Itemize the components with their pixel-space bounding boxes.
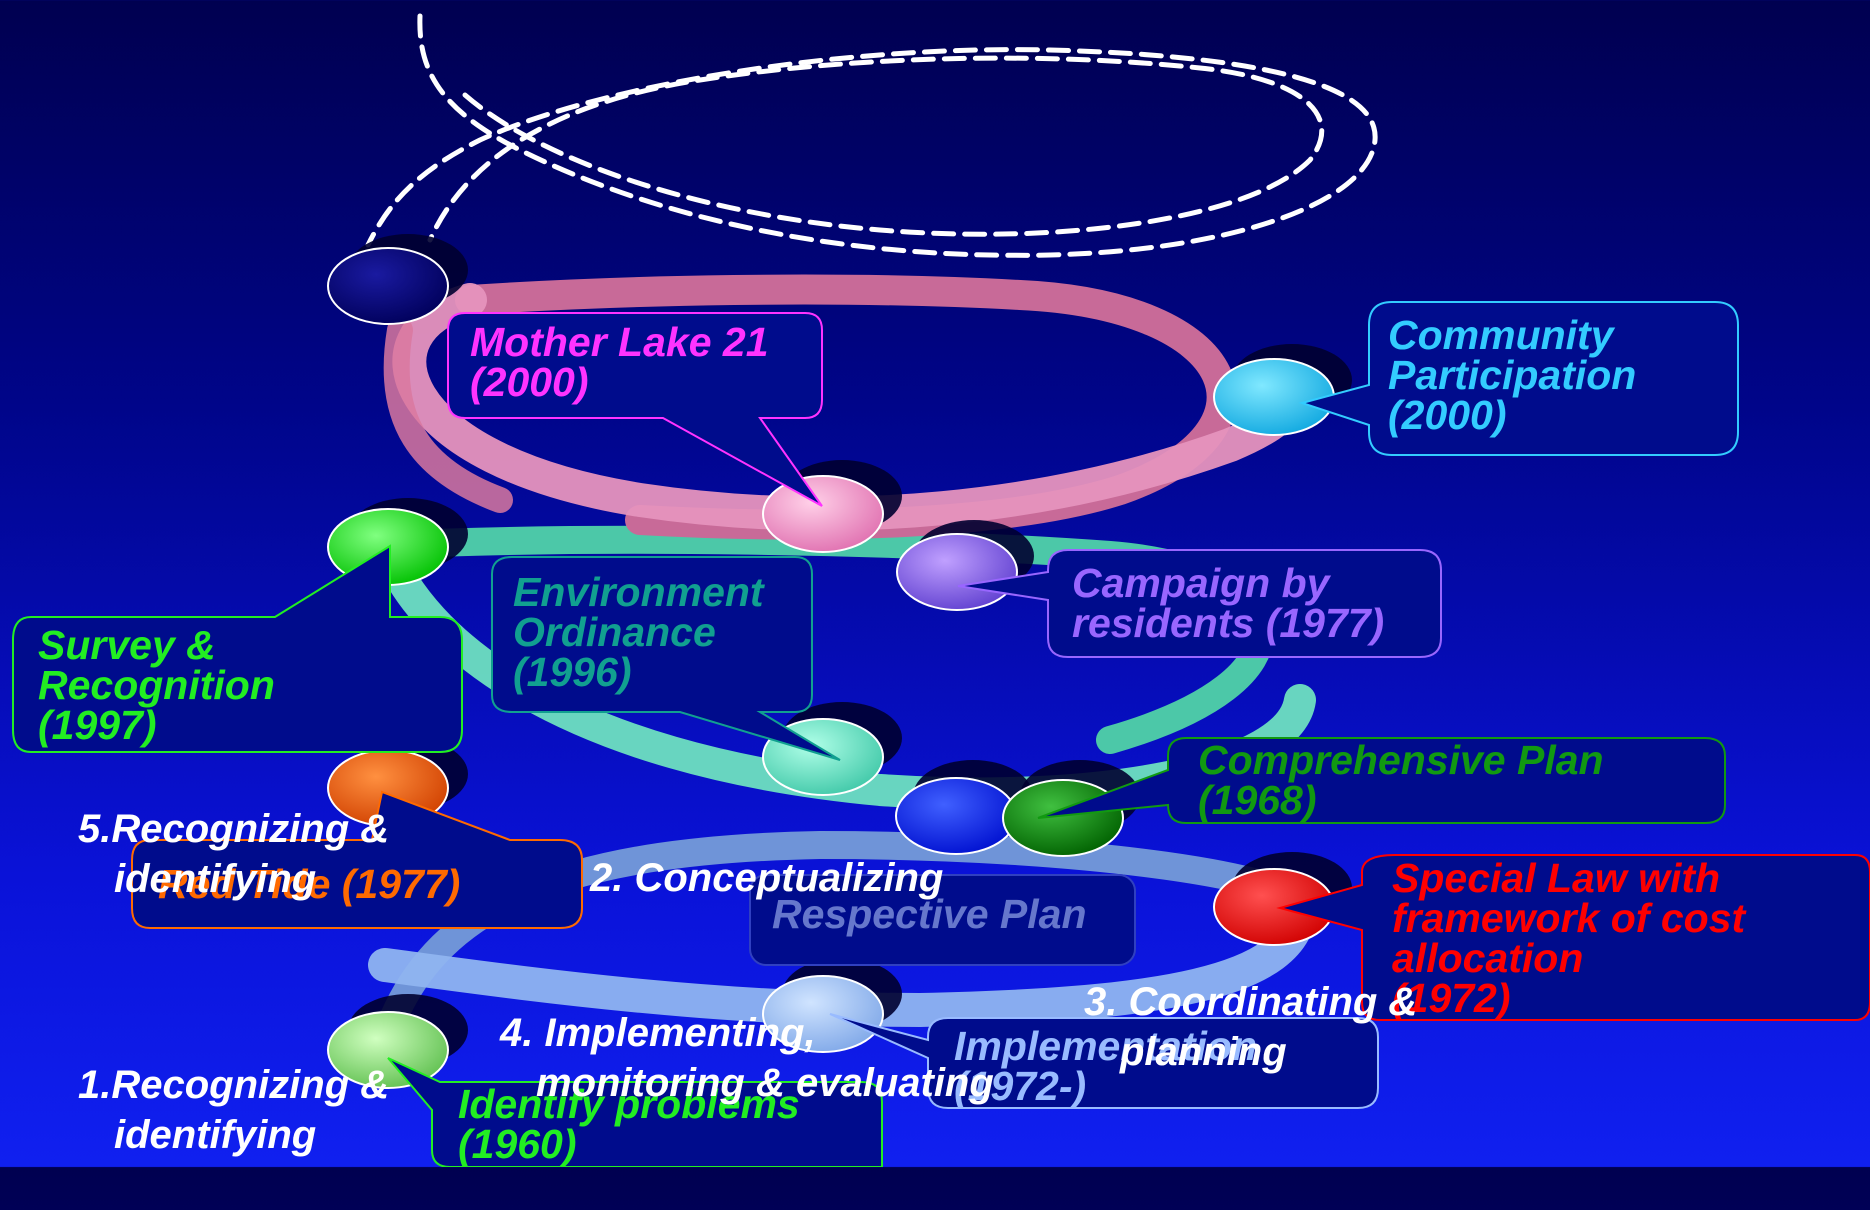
callout-shape-red-tide — [131, 790, 583, 929]
node-mother-lake — [762, 460, 902, 553]
callout-shape-special-law — [1276, 854, 1870, 1021]
stage-5-line2: identifying — [114, 857, 317, 901]
future-dashed-spiral — [365, 13, 1378, 258]
stage-1-line1: 1.Recognizing & — [78, 1063, 390, 1107]
stage-3-line1: 3. Coordinating & — [1084, 980, 1418, 1024]
stage-label-5: 5.Recognizing & identifying — [78, 754, 389, 954]
stage-label-3: 3. Coordinating & planning — [1084, 927, 1417, 1127]
stage-4-line2: monitoring & evaluating — [536, 1061, 994, 1105]
event-campaign: Campaign by residents (1977) — [1072, 560, 1385, 646]
stage-1-line2: identifying — [114, 1113, 317, 1157]
event-environment-ordinance: Environment Ordinance (1996) — [513, 569, 764, 695]
callout-shape-survey — [12, 544, 463, 753]
stage-3-line2: planning — [1120, 1030, 1287, 1074]
stage-label-4: 4. Implementing, monitoring & evaluating — [500, 958, 994, 1158]
event-special-law: Special Law with framework of cost alloc… — [1392, 855, 1746, 1021]
event-implementation: Implementation (1972-) — [954, 1023, 1257, 1109]
callout-shape-implementation — [829, 1013, 1379, 1109]
event-survey-recognition: Survey & Recognition (1997) — [38, 622, 275, 748]
callout-shape-env-ordinance — [491, 556, 841, 761]
node-env-ordinance — [762, 702, 902, 796]
event-red-tide: Red Tide (1977) — [158, 861, 461, 907]
callout-shape-comprehensive — [1037, 737, 1726, 824]
stage-4-line1: 4. Implementing, — [500, 1011, 816, 1055]
callout-shape-mother-lake — [447, 312, 823, 507]
event-respective-plan: Respective Plan — [772, 891, 1087, 937]
node-community — [1213, 344, 1352, 436]
node-identify — [327, 994, 468, 1089]
callout-shape-community — [1298, 301, 1739, 456]
stage-5-line1: 5.Recognizing & — [78, 807, 390, 851]
stage-label-1: 1.Recognizing & identifying — [78, 1010, 389, 1210]
callout-shape-campaign — [957, 549, 1442, 658]
callout-shape-respective — [749, 874, 1136, 966]
event-comprehensive-plan: Comprehensive Plan (1968) — [1198, 737, 1604, 823]
spiral-diagram: Mother Lake 21 (2000) Community Particip… — [12, 13, 1870, 1167]
node-implementation — [762, 958, 902, 1053]
spiral-graphics — [12, 13, 1870, 1167]
stage-2-text: 2. Conceptualizing — [590, 856, 944, 900]
node-top-navy — [327, 234, 468, 325]
event-community-participation: Community Participation (2000) — [1388, 312, 1637, 438]
event-identify-problems: Identify problems (1960) — [458, 1081, 800, 1167]
event-mother-lake: Mother Lake 21 (2000) — [470, 319, 769, 405]
stage-label-2: 2. Conceptualizing — [590, 803, 943, 903]
